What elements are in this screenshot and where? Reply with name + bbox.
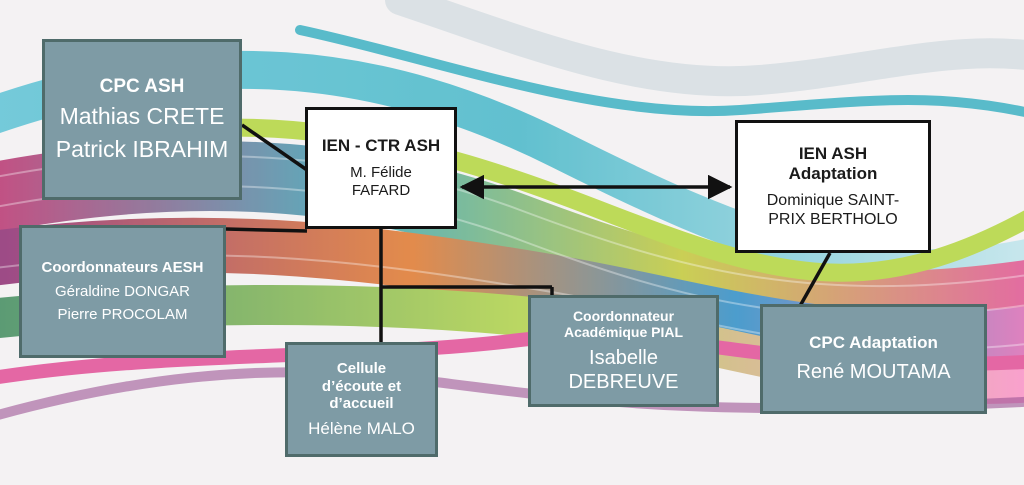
cellule-title-1: Cellule — [336, 359, 387, 377]
pial-name-1: Isabelle — [589, 346, 658, 369]
cpc-adapt-name: René MOUTAMA — [796, 361, 951, 384]
cpc-ash-title: CPC ASH — [99, 76, 185, 98]
cpc-adapt-title: CPC Adaptation — [809, 333, 938, 353]
cellule-title-3: d’accueil — [329, 395, 394, 413]
cellule-title-2: d’écoute et — [321, 377, 402, 395]
coord-aesh-name-1: Géraldine DONGAR — [54, 283, 191, 301]
ien-ctr-ash-box: IEN - CTR ASH M. Félide FAFARD — [305, 107, 457, 229]
ien-adapt-title-2: Adaptation — [788, 163, 878, 183]
pial-title-2: Académique PIAL — [563, 324, 684, 341]
ien-ctr-name-1: M. Félide — [350, 164, 412, 182]
connector-adaptation — [798, 252, 832, 307]
coord-aesh-name-2: Pierre PROCOLAM — [57, 305, 188, 323]
cpc-adaptation-box: CPC Adaptation René MOUTAMA — [760, 304, 987, 414]
pial-title-1: Coordonnateur — [572, 307, 675, 324]
ien-ash-adaptation-box: IEN ASH Adaptation Dominique SAINT- PRIX… — [735, 120, 931, 253]
ien-ctr-title: IEN - CTR ASH — [321, 136, 441, 156]
pial-name-2: DEBREUVE — [568, 370, 679, 393]
coord-aesh-title: Coordonnateurs AESH — [41, 259, 204, 277]
connector-cpc-ash — [241, 123, 308, 172]
cellule-name: Hélène MALO — [308, 419, 415, 438]
cellule-ecoute-box: Cellule d’écoute et d’accueil Hélène MAL… — [285, 342, 438, 457]
cpc-ash-name-2: Patrick IBRAHIM — [55, 135, 229, 162]
coordonnateurs-aesh-box: Coordonnateurs AESH Géraldine DONGAR Pie… — [19, 225, 226, 358]
ien-adapt-name-1: Dominique SAINT- — [766, 191, 900, 209]
ien-adapt-title-1: IEN ASH — [798, 143, 868, 163]
connector-coord-aesh — [225, 227, 308, 233]
ien-ctr-name-2: FAFARD — [351, 182, 411, 200]
cpc-ash-name-1: Mathias CRETE — [59, 102, 225, 129]
ien-adapt-name-2: PRIX BERTHOLO — [768, 210, 898, 228]
cpc-ash-box: CPC ASH Mathias CRETE Patrick IBRAHIM — [42, 39, 242, 200]
coordonnateur-pial-box: Coordonnateur Académique PIAL Isabelle D… — [528, 295, 719, 407]
